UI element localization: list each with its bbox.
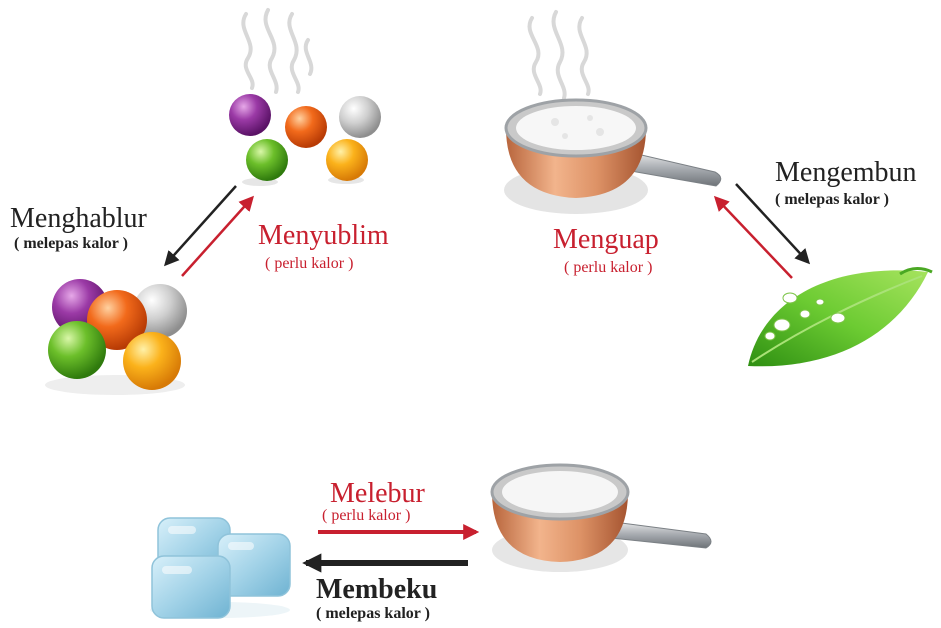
mengembun-label: Mengembun xyxy=(775,159,917,187)
menguap-note: ( perlu kalor ) xyxy=(564,260,652,276)
ice-cubes-icon xyxy=(150,518,290,618)
steaming-pan-icon xyxy=(504,12,721,214)
membeku-note: ( melepas kalor ) xyxy=(316,606,430,622)
menyublim-label: Menyublim xyxy=(258,222,389,250)
pan-icon xyxy=(492,465,711,572)
mengembun-note: ( melepas kalor ) xyxy=(775,192,889,208)
menghablur-note: ( melepas kalor ) xyxy=(14,236,128,252)
melebur-note: ( perlu kalor ) xyxy=(322,508,410,524)
menguap-label: Menguap xyxy=(553,226,659,254)
melebur-label: Melebur xyxy=(330,480,425,508)
arrow-menguap xyxy=(716,198,792,278)
arrow-menyublim xyxy=(182,198,252,276)
solid-particles-icon xyxy=(45,279,187,395)
leaf-icon xyxy=(748,269,932,367)
menghablur-label: Menghablur xyxy=(10,205,147,233)
menyublim-note: ( perlu kalor ) xyxy=(265,256,353,272)
arrow-menghablur xyxy=(166,186,236,264)
membeku-label: Membeku xyxy=(316,576,437,604)
gas-particles-icon xyxy=(229,10,381,186)
